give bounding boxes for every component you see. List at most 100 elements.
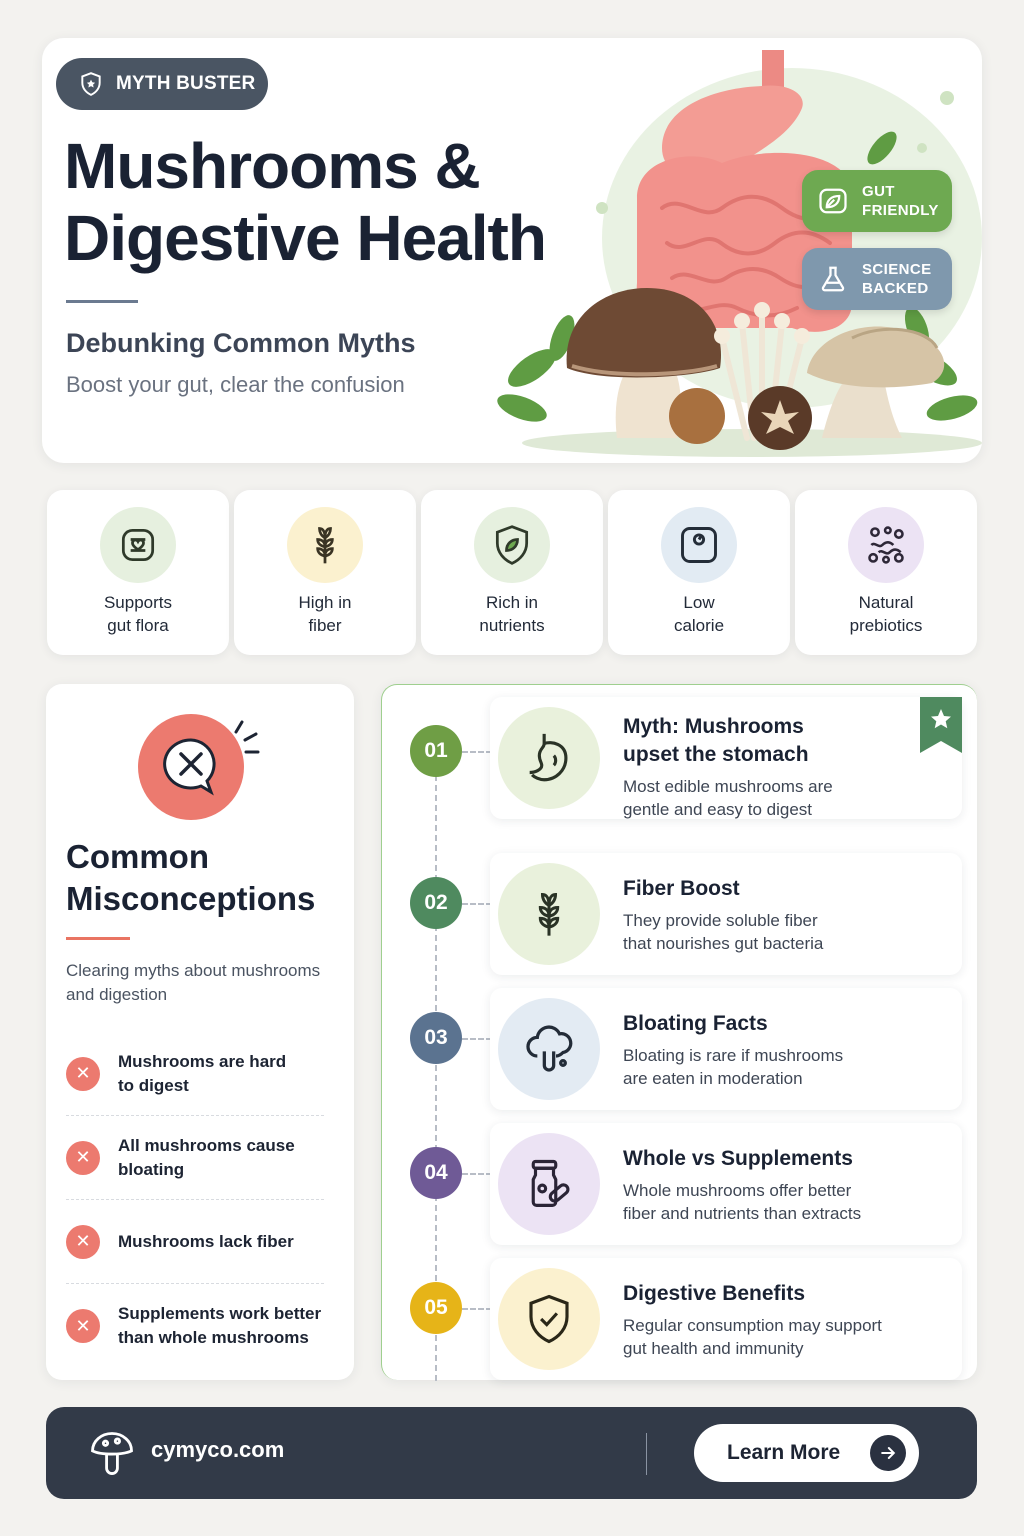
timeline-item-3: Bloating Facts Bloating is rare if mushr… [490,988,962,1110]
mushroom-logo-icon [91,1432,133,1475]
feature-label-line-1: Supports [103,593,173,612]
item-title-line-1: Fiber Boost [623,877,740,900]
list-item: ✕ Supplements work better than whole mush… [66,1284,324,1368]
myth-line-1: All mushrooms cause [118,1135,295,1155]
step-connector [462,903,492,905]
pill-sci-line-1: SCIENCE [862,261,932,278]
item-title-line-1: Digestive Benefits [623,1282,806,1305]
myth-line-1: Mushrooms lack fiber [118,1231,294,1251]
feature-gut-flora: Supports gut flora [47,490,229,655]
pill-gut-line-2: FRIENDLY [862,202,939,219]
star-ribbon-icon [920,697,962,753]
x-icon: ✕ [66,1224,100,1259]
misconceptions-subtitle: Clearing myths about mushrooms and diges… [66,961,321,1004]
x-icon: ✕ [66,1309,100,1343]
footer-divider [646,1433,647,1475]
arrow-right-icon [870,1435,907,1471]
step-number: 05 [410,1282,462,1334]
shield-check-icon [498,1268,600,1370]
page-title: Mushrooms & Digestive Health [64,130,624,274]
gut-heart-icon [100,507,176,583]
myth-timeline-card: 01 Myth: Mushrooms upset the stomach Most… [381,684,977,1381]
item-title-line-2: upset the stomach [623,743,809,766]
flask-icon [821,266,845,292]
step-connector [462,751,492,753]
feature-label-line-1: Natural [858,593,914,612]
myth-line-1: Supplements work better [118,1304,322,1323]
item-desc-line-1: Most edible mushrooms are [623,777,833,796]
feature-label-line-2: prebiotics [849,616,923,635]
myth-line-2: than whole mushrooms [118,1328,309,1347]
item-desc-line-2: that nourishes gut bacteria [623,934,824,953]
item-title-line-1: Whole vs Supplements [623,1147,853,1170]
item-desc-line-2: fiber and nutrients than extracts [623,1204,862,1223]
learn-more-button[interactable]: Learn More [694,1424,919,1482]
timeline-item-1: Myth: Mushrooms upset the stomach Most ed… [490,697,962,819]
misconceptions-title: Common Misconceptions [66,836,315,920]
timeline-item-4: Whole vs Supplements Whole mushrooms off… [490,1123,962,1245]
x-icon: ✕ [66,1140,100,1175]
item-desc-line-1: Regular consumption may support [623,1316,882,1335]
misconceptions-divider [66,937,130,940]
item-title-line-1: Bloating Facts [623,1012,768,1035]
wheat-icon [287,507,363,583]
step-number: 01 [410,725,462,777]
hero-card: MYTH BUSTER Mushrooms & Digestive Health… [42,38,982,463]
speech-bubble-x-icon [138,714,260,820]
misconceptions-list: ✕ Mushrooms are hard to digest ✕ All mush… [66,1032,324,1368]
x-icon: ✕ [66,1056,100,1091]
leaf-icon [819,188,847,214]
item-desc-line-1: Whole mushrooms offer better [623,1181,852,1200]
wheat-icon [498,863,600,965]
pill-gut-line-1: GUT [862,183,895,200]
supplement-jar-icon [498,1133,600,1235]
website-link[interactable]: cymyco.com [151,1437,285,1462]
gut-friendly-pill: GUT FRIENDLY [802,170,952,232]
feature-label-line-2: nutrients [479,616,545,635]
item-desc-line-2: are eaten in moderation [623,1069,803,1088]
bloating-cloud-icon [498,998,600,1100]
misconceptions-title-line-2: Misconceptions [66,880,316,917]
list-item: ✕ Mushrooms lack fiber [66,1200,324,1284]
feature-label-line-2: gut flora [107,616,169,635]
feature-label-line-2: calorie [673,616,725,635]
feature-label-line-2: fiber [308,616,342,635]
stomach-icon [498,707,600,809]
item-desc-line-2: gut health and immunity [623,1339,804,1358]
timeline-item-5: Digestive Benefits Regular consumption m… [490,1258,962,1380]
feature-label-line-1: Rich in [486,593,538,612]
myth-line-2: to digest [118,1075,189,1095]
list-item: ✕ Mushrooms are hard to digest [66,1032,324,1116]
hero-tagline: Boost your gut, clear the confusion [66,372,405,397]
feature-nutrients: Rich in nutrients [421,490,603,655]
feature-low-calorie: Low calorie [608,490,790,655]
feature-fiber: High in fiber [234,490,416,655]
feature-prebiotics: Natural prebiotics [795,490,977,655]
myth-line-1: Mushrooms are hard [118,1051,287,1071]
item-title-line-1: Myth: Mushrooms [623,715,804,738]
title-divider [66,300,138,303]
footer-bar: cymyco.com Learn More [46,1407,977,1499]
title-line-1: Mushrooms & [64,130,481,202]
myth-line-2: bloating [118,1159,185,1179]
step-connector [462,1173,492,1175]
step-number: 03 [410,1012,462,1064]
list-item: ✕ All mushrooms cause bloating [66,1116,324,1200]
gut-mushroom-illustration [497,50,982,457]
misconceptions-title-line-1: Common [66,838,209,875]
feature-label-line-1: Low [683,593,715,612]
myth-buster-badge: MYTH BUSTER [56,58,268,110]
scale-icon [661,507,737,583]
timeline-line [435,765,437,1381]
learn-more-label: Learn More [727,1441,841,1464]
bacteria-icon [848,507,924,583]
shield-leaf-icon [474,507,550,583]
badge-label: MYTH BUSTER [116,73,256,94]
shield-star-icon [81,72,101,96]
item-desc-line-2: gentle and easy to digest [623,800,813,819]
step-connector [462,1308,492,1310]
step-connector [462,1038,492,1040]
feature-label-line-1: High in [298,593,352,612]
